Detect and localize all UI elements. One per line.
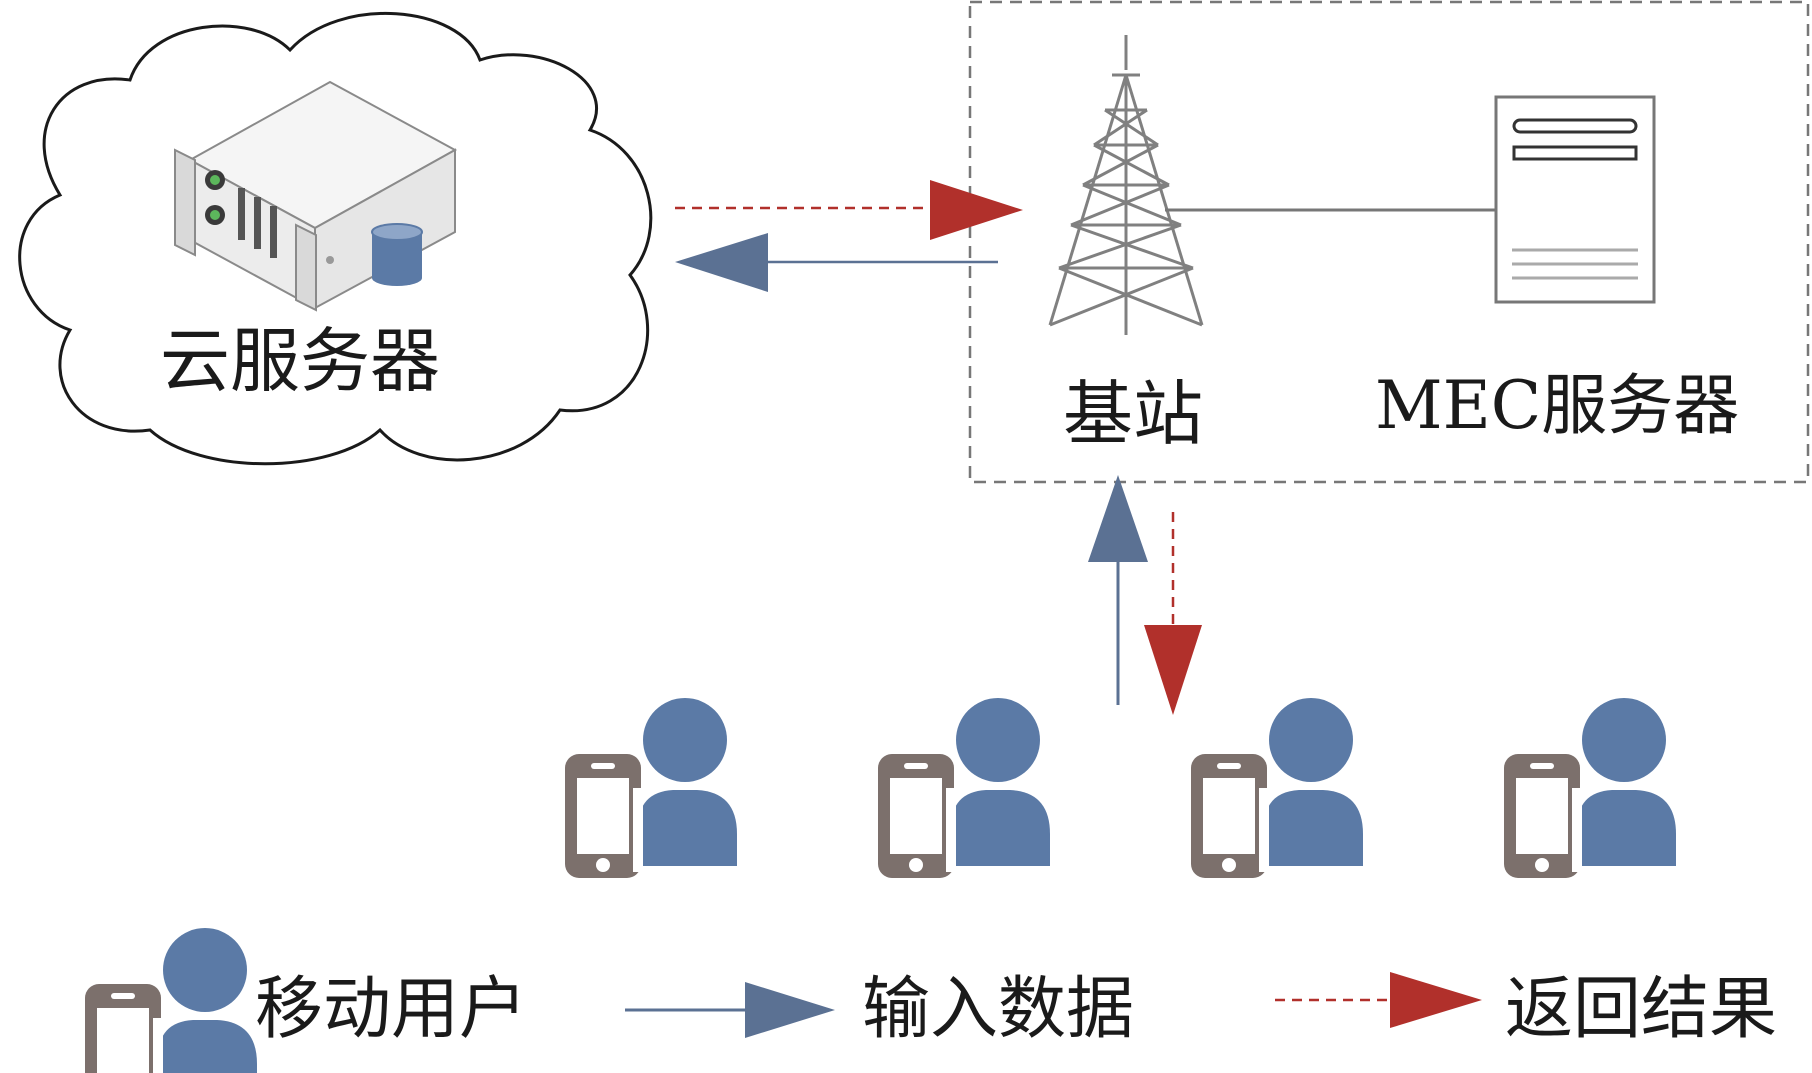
legend-mobile-user-icon: [85, 928, 257, 1073]
cloud-server-label: 云服务器: [160, 320, 440, 402]
edge-user-arrows: [1088, 475, 1202, 715]
mobile-user-icon: [878, 698, 1050, 878]
return-result-arrowhead-cloud: [930, 180, 1023, 240]
base-station-label: 基站: [1063, 373, 1203, 455]
legend-mobile-user-label: 移动用户: [255, 970, 527, 1049]
cloud-region: 云服务器: [18, 11, 653, 466]
mobile-users: [565, 698, 1676, 878]
mobile-user-icon: [1504, 698, 1676, 878]
cell-tower-icon: [1048, 35, 1204, 335]
legend-input-data-label: 输入数据: [862, 970, 1134, 1049]
legend-input-data-arrowhead: [745, 982, 835, 1038]
mobile-user-icon: [565, 698, 737, 878]
cloud-edge-arrows: [675, 180, 1023, 292]
database-icon: [371, 223, 423, 286]
legend: 移动用户 输入数据 返回结果: [85, 928, 1777, 1073]
input-data-arrowhead-user: [1088, 475, 1148, 562]
return-result-arrowhead-user: [1144, 625, 1202, 715]
input-data-arrowhead-cloud: [675, 233, 768, 292]
legend-return-result-arrowhead: [1390, 972, 1482, 1028]
mec-server-label: MEC服务器: [1375, 367, 1739, 444]
edge-region: 基站 MEC服务器: [968, 0, 1810, 484]
legend-return-result-label: 返回结果: [1505, 970, 1777, 1049]
mec-server-icon: [1494, 95, 1656, 304]
mobile-user-icon: [1191, 698, 1363, 878]
